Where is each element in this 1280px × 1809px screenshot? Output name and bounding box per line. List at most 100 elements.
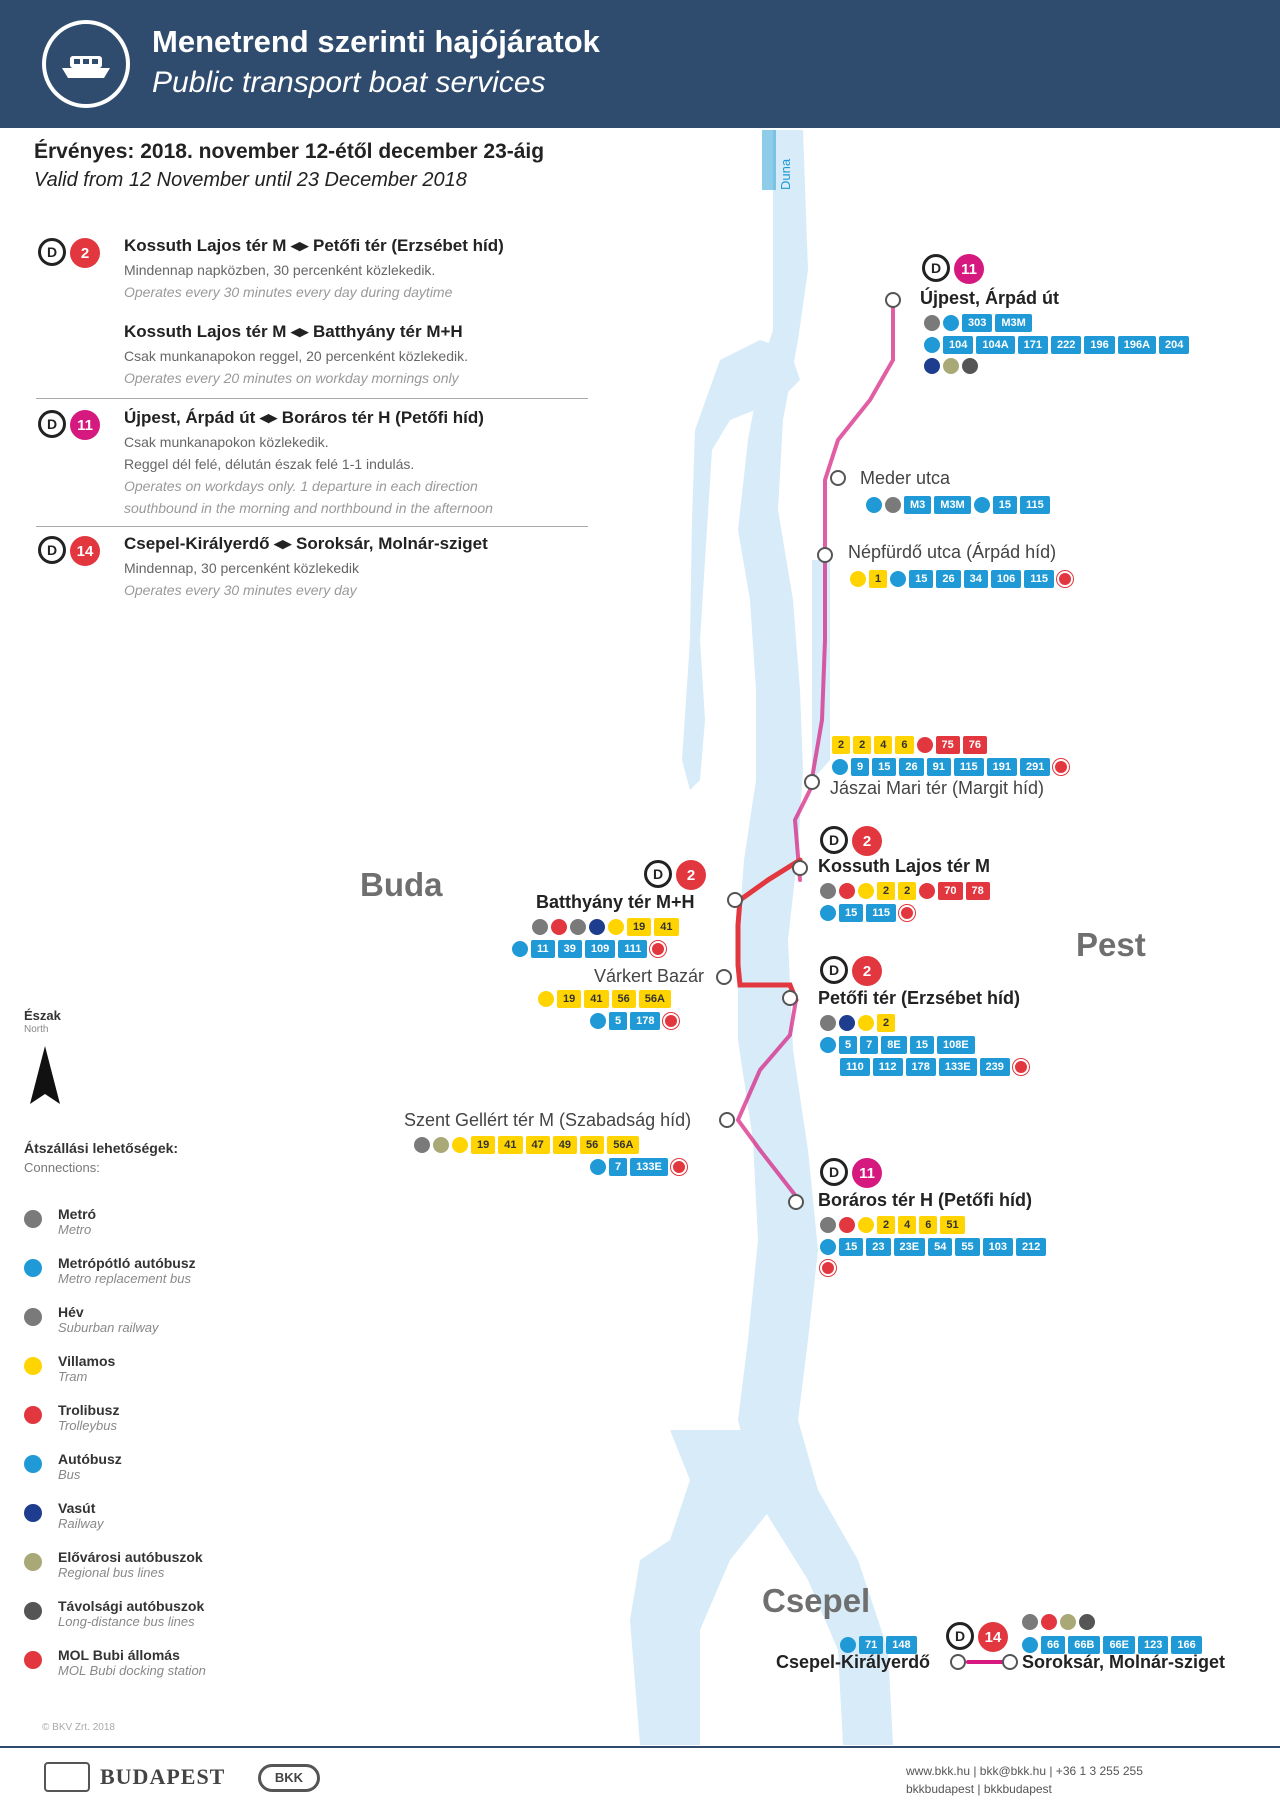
long-distance-bus-icon <box>1079 1614 1095 1630</box>
stop-nepfurdo-connections: 1 15 26 34 106 115 <box>850 570 1073 588</box>
bus-chip: 110 <box>840 1058 870 1076</box>
stop-gellert: Szent Gellért tér M (Szabadság híd) <box>404 1110 692 1130</box>
boat-d-icon: D <box>38 410 66 438</box>
bus-chip: 196A <box>1117 336 1157 354</box>
suburban-railway-icon <box>1022 1614 1038 1630</box>
rail-legend-icon <box>24 1504 42 1522</box>
river-label: Duna <box>778 158 793 190</box>
suburban-railway-icon <box>820 1217 836 1233</box>
district-pest: Pest <box>1076 926 1146 963</box>
line-11-badge: 11 <box>70 410 100 440</box>
stop-boraros: Boráros tér H (Petőfi híd) <box>818 1190 1033 1210</box>
legend-label-en: Long-distance bus lines <box>58 1614 195 1629</box>
tram-chip: 1 <box>869 570 888 588</box>
bubi-icon <box>820 1260 836 1276</box>
legend-label-en: Railway <box>58 1516 104 1531</box>
stop-batthyany-connections: 19 41 <box>532 918 679 936</box>
tram-chip: 47 <box>525 1136 550 1154</box>
regional-bus-icon <box>1060 1614 1076 1630</box>
hev-icon <box>1041 1614 1057 1630</box>
bus-chip: 5 <box>609 1012 628 1030</box>
route-14-sub-hu: Mindennap, 30 percenként közlekedik <box>124 560 360 576</box>
bus-chip: 5 <box>839 1036 858 1054</box>
river-danube <box>630 130 893 1745</box>
bubi-icon <box>1053 759 1070 775</box>
legend-label-en: Regional bus lines <box>58 1565 165 1580</box>
bus-chip: 178 <box>905 1058 936 1076</box>
metro-icon <box>885 497 901 513</box>
footer-contact: www.bkk.hu | bkk@bkk.hu | +36 1 3 255 25… <box>906 1764 1143 1778</box>
bus-icon <box>820 1037 836 1053</box>
boat-d-icon: D <box>38 536 66 564</box>
bus-chip: 8E <box>881 1036 907 1054</box>
bus-icon <box>820 1239 836 1255</box>
bus-chip: M3 <box>904 496 932 514</box>
trolleybus-icon <box>919 883 936 899</box>
bus-chip: 7 <box>609 1158 628 1176</box>
tram-chip: 56A <box>638 990 671 1008</box>
bus-chip: 191 <box>986 758 1017 776</box>
stop-nepfurdo: Népfürdő utca (Árpád híd) <box>848 542 1057 562</box>
stop-varkert-bus: 5 178 <box>590 1012 680 1030</box>
bus-chip: 104 <box>943 336 974 354</box>
hev-icon <box>839 1217 855 1233</box>
bus-icon <box>924 337 940 353</box>
stop-petofi-connections: 2 <box>820 1014 896 1032</box>
bus-chip: 9 <box>851 758 870 776</box>
tram-chip: 2 <box>832 736 851 754</box>
bus-chip: 115 <box>953 758 984 776</box>
stop-boraros-tram: 2 4 6 51 <box>820 1216 965 1234</box>
tram-chip: 2 <box>853 736 872 754</box>
bubi-icon <box>650 941 667 957</box>
bus-chip: 123 <box>1138 1636 1169 1654</box>
metro-replacement-icon <box>866 497 882 513</box>
bus-chip: 7 <box>860 1036 879 1054</box>
tram-chip: 2 <box>898 882 917 900</box>
bus-icon <box>832 759 848 775</box>
bus-icon <box>1022 1637 1038 1653</box>
legend-label: Autóbusz <box>58 1451 122 1467</box>
tram-chip: 6 <box>895 736 914 754</box>
line-2-badge: 2 <box>676 860 706 890</box>
bus-chip: 196 <box>1084 336 1115 354</box>
route-11-badges: D 11 <box>38 410 100 440</box>
tram-chip: 4 <box>874 736 893 754</box>
legend-label: Hév <box>58 1304 84 1320</box>
route-11-sub-hu: Csak munkanapokon közlekedik. <box>124 434 329 450</box>
stop-jaszai-tram: 2 2 4 6 75 76 <box>832 736 987 754</box>
stop-meder-connections: M3 M3M 15 115 <box>866 496 1050 514</box>
bus-chip: M3M <box>934 496 971 514</box>
metro-legend-icon <box>24 1210 42 1228</box>
tram-chip: 6 <box>919 1216 938 1234</box>
suburban-railway-icon <box>570 919 586 935</box>
bus-chip: 66E <box>1103 1636 1136 1654</box>
bus-icon <box>590 1159 606 1175</box>
bus-legend-icon <box>24 1455 42 1473</box>
tram-chip: 2 <box>877 1014 896 1032</box>
bkk-logo: BKK <box>258 1764 320 1792</box>
tram-chip: 19 <box>557 990 582 1008</box>
bus-chip: 112 <box>872 1058 903 1076</box>
trolley-chip: 76 <box>962 736 987 754</box>
stop-kossuth-bus: 15 115 <box>820 904 915 922</box>
bubi-icon <box>663 1013 680 1029</box>
bubi-icon <box>899 905 915 921</box>
district-csepel: Csepel <box>762 1582 871 1619</box>
stop-petofi-bus2: 110 112 178 133E 239 <box>840 1058 1029 1076</box>
metro-line-icon <box>839 1015 855 1031</box>
tram-chip: 2 <box>877 1216 896 1234</box>
route-11-south-line <box>735 998 798 1197</box>
legend-label: Villamos <box>58 1353 116 1369</box>
bubi-legend-icon <box>24 1651 42 1669</box>
bus-chip: 15 <box>992 496 1017 514</box>
line-2-badge: 2 <box>70 238 100 268</box>
line-11-badge: 11 <box>852 1158 882 1188</box>
stop-csepel: Csepel-Királyerdő <box>776 1652 931 1672</box>
bus-chip: 39 <box>557 940 582 958</box>
stop-boraros-bus: 15 23 23E 54 55 103 212 <box>820 1238 1047 1256</box>
route-2b-sub-hu: Csak munkanapokon reggel, 20 percenként … <box>124 348 468 364</box>
stop-batthyany-badges: D 2 <box>644 860 706 890</box>
